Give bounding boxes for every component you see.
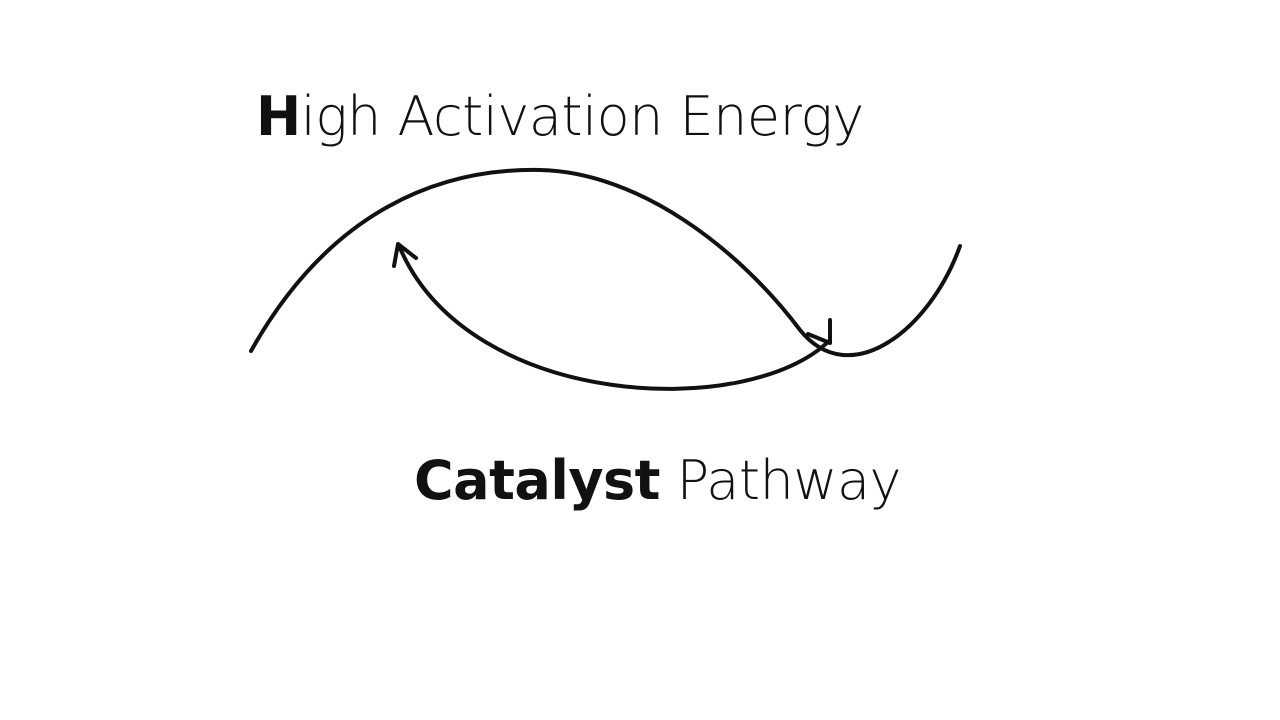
catalyst-pathway-label-bold: Catalyst	[414, 449, 661, 512]
energy-curve	[249, 167, 962, 358]
catalyst-pathway-label: Catalyst Pathway	[414, 454, 902, 508]
catalyst-return-arc	[398, 246, 832, 391]
high-activation-energy-label-bold: H	[256, 85, 301, 148]
arrowhead-left-icon	[392, 242, 418, 268]
high-activation-energy-label-rest: igh Activation Energy	[300, 85, 865, 148]
high-activation-energy-label: High Activation Energy	[256, 90, 864, 144]
arrowhead-right-icon	[806, 318, 832, 345]
catalyst-pathway-label-rest: Pathway	[660, 449, 902, 512]
